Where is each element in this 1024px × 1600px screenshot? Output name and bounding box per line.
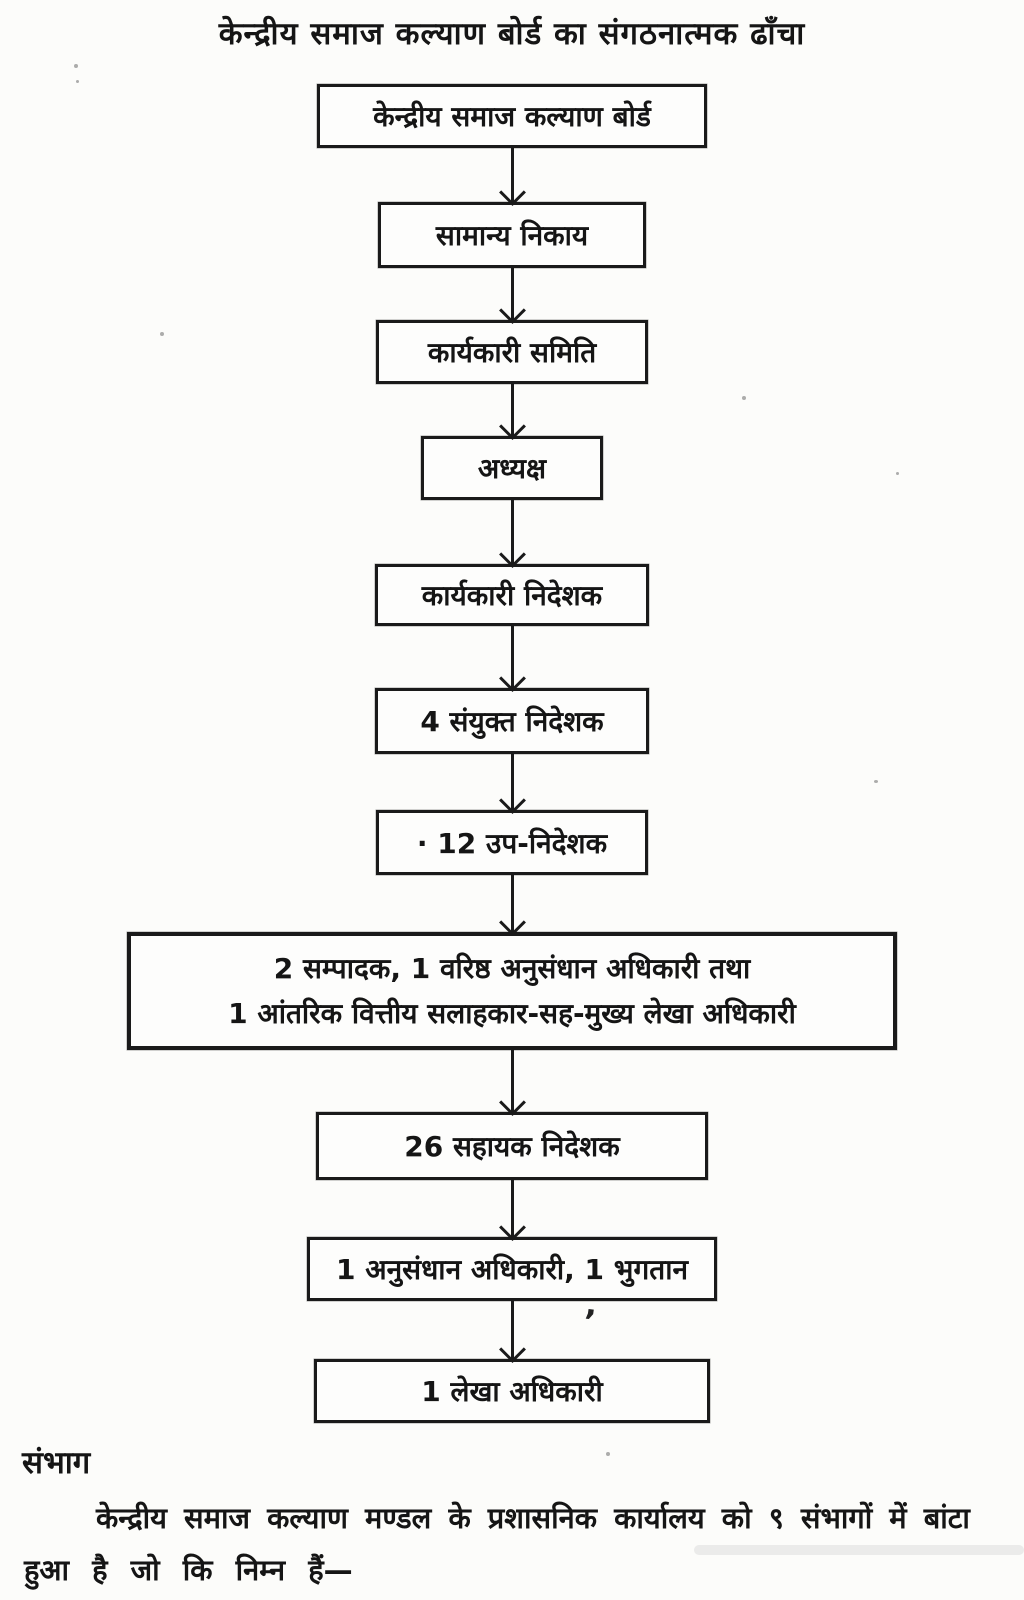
flow-box-label: · 12 उप-निदेशक (416, 826, 608, 860)
scan-speck (74, 64, 78, 68)
section-heading: संभाग (22, 1445, 91, 1481)
flow-box-label: 1 अनुसंधान अधिकारी, 1 भुगतान (336, 1253, 688, 1286)
flow-arrow-down-icon (510, 1301, 514, 1359)
page-title: केन्द्रीय समाज कल्याण बोर्ड का संगठनात्म… (218, 16, 806, 52)
flow-arrow-down-icon (510, 268, 514, 320)
flow-box-general-body: सामान्य निकाय (378, 202, 646, 268)
flow-box-joint-directors: 4 संयुक्त निदेशक (375, 688, 649, 754)
flow-box-label-line: 1 आंतरिक वित्तीय सलाहकार-सह-मुख्य लेखा अ… (228, 997, 796, 1030)
flow-box-executive-director: कार्यकारी निदेशक (375, 564, 649, 626)
scan-smear (694, 1545, 1024, 1555)
flow-arrow-down-icon (510, 754, 514, 810)
flow-box-label: 4 संयुक्त निदेशक (420, 705, 604, 738)
flow-box-central-social-welfare-board: केन्द्रीय समाज कल्याण बोर्ड (317, 84, 707, 148)
flow-box-research-and-payment-officer: 1 अनुसंधान अधिकारी, 1 भुगतान (307, 1237, 717, 1301)
flow-box-label: 1 लेखा अधिकारी (421, 1375, 603, 1408)
scan-speck (742, 396, 746, 400)
scan-speck (874, 780, 878, 783)
flow-box-chairperson: अध्यक्ष (421, 436, 603, 500)
flow-box-assistant-directors: 26 सहायक निदेशक (316, 1112, 708, 1180)
scan-speck (160, 332, 164, 336)
flow-box-label: केन्द्रीय समाज कल्याण बोर्ड (373, 100, 651, 133)
flow-box-accounts-officer: 1 लेखा अधिकारी (314, 1359, 710, 1423)
flow-box-executive-committee: कार्यकारी समिति (376, 320, 648, 384)
scan-speck (606, 1452, 610, 1456)
flow-box-label: कार्यकारी निदेशक (421, 579, 603, 612)
flow-box-label: 26 सहायक निदेशक (404, 1130, 620, 1163)
flow-arrow-down-icon (510, 875, 514, 932)
flow-arrow-down-icon (510, 500, 514, 564)
scan-speck (896, 472, 899, 475)
flow-arrow-down-icon (510, 384, 514, 436)
scan-speck (76, 80, 79, 83)
flow-box-editors-and-advisers: 2 सम्पादक, 1 वरिष्ठ अनुसंधान अधिकारी तथा… (127, 932, 897, 1050)
flow-box-label: अध्यक्ष (477, 452, 547, 485)
paragraph-line: हुआ है जो कि निम्न हैं— (24, 1553, 353, 1588)
paragraph-line: केन्द्रीय समाज कल्याण मण्डल के प्रशासनिक… (96, 1501, 970, 1535)
flow-box-label: सामान्य निकाय (435, 219, 589, 252)
flow-arrow-down-icon (510, 1050, 514, 1112)
flow-box-label-line: 2 सम्पादक, 1 वरिष्ठ अनुसंधान अधिकारी तथा (273, 951, 751, 985)
flow-arrow-down-icon (510, 148, 514, 202)
section-paragraph: केन्द्रीय समाज कल्याण मण्डल के प्रशासनिक… (0, 1497, 1024, 1591)
flow-arrow-down-icon (510, 1180, 514, 1237)
flow-arrow-down-icon (510, 626, 514, 688)
flow-box-deputy-directors: · 12 उप-निदेशक (376, 810, 648, 875)
flow-box-label: कार्यकारी समिति (427, 336, 597, 369)
